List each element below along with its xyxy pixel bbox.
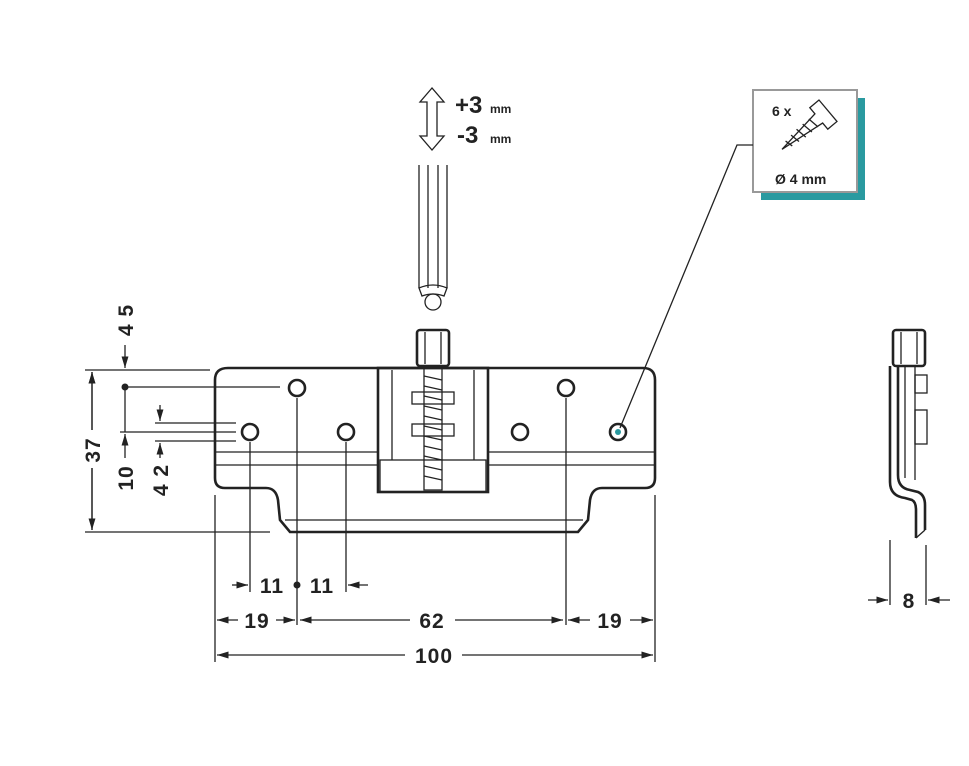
dim-hole-spacing-vertical: 4 2 xyxy=(150,464,173,496)
adjustment-arrow-icon xyxy=(418,87,446,151)
dim-right-half: 11 xyxy=(310,575,334,598)
screw-diameter: Ø 4 mm xyxy=(775,171,826,187)
hex-key-icon xyxy=(418,165,448,311)
vertical-dimensions xyxy=(85,345,280,533)
dim-left-edge: 19 xyxy=(244,610,269,633)
screw-icon xyxy=(781,99,838,150)
dim-hole-offset: 10 xyxy=(115,465,138,490)
horizontal-dimensions xyxy=(214,398,656,662)
dim-height: 37 xyxy=(82,437,105,462)
screw-quantity: 6 x xyxy=(772,103,792,119)
adjustment-screw-icon xyxy=(411,328,455,491)
dim-center-span: 62 xyxy=(419,610,444,633)
dim-right-edge: 19 xyxy=(597,610,622,633)
dim-top-offset: 4 5 xyxy=(115,304,138,336)
mounting-holes xyxy=(240,378,628,442)
adjust-minus-unit: mm xyxy=(490,132,511,146)
adjust-minus-value: -3 xyxy=(457,122,478,149)
screw-callout: 6 x Ø 4 mm xyxy=(752,89,865,200)
dim-side-depth: 8 xyxy=(903,590,916,613)
dim-total-width: 100 xyxy=(415,645,453,668)
adjust-plus-value: +3 xyxy=(455,92,482,119)
dim-left-half: 11 xyxy=(260,575,284,598)
callout-leader-line xyxy=(619,144,753,429)
adjust-plus-unit: mm xyxy=(490,102,511,116)
side-view xyxy=(868,328,950,605)
